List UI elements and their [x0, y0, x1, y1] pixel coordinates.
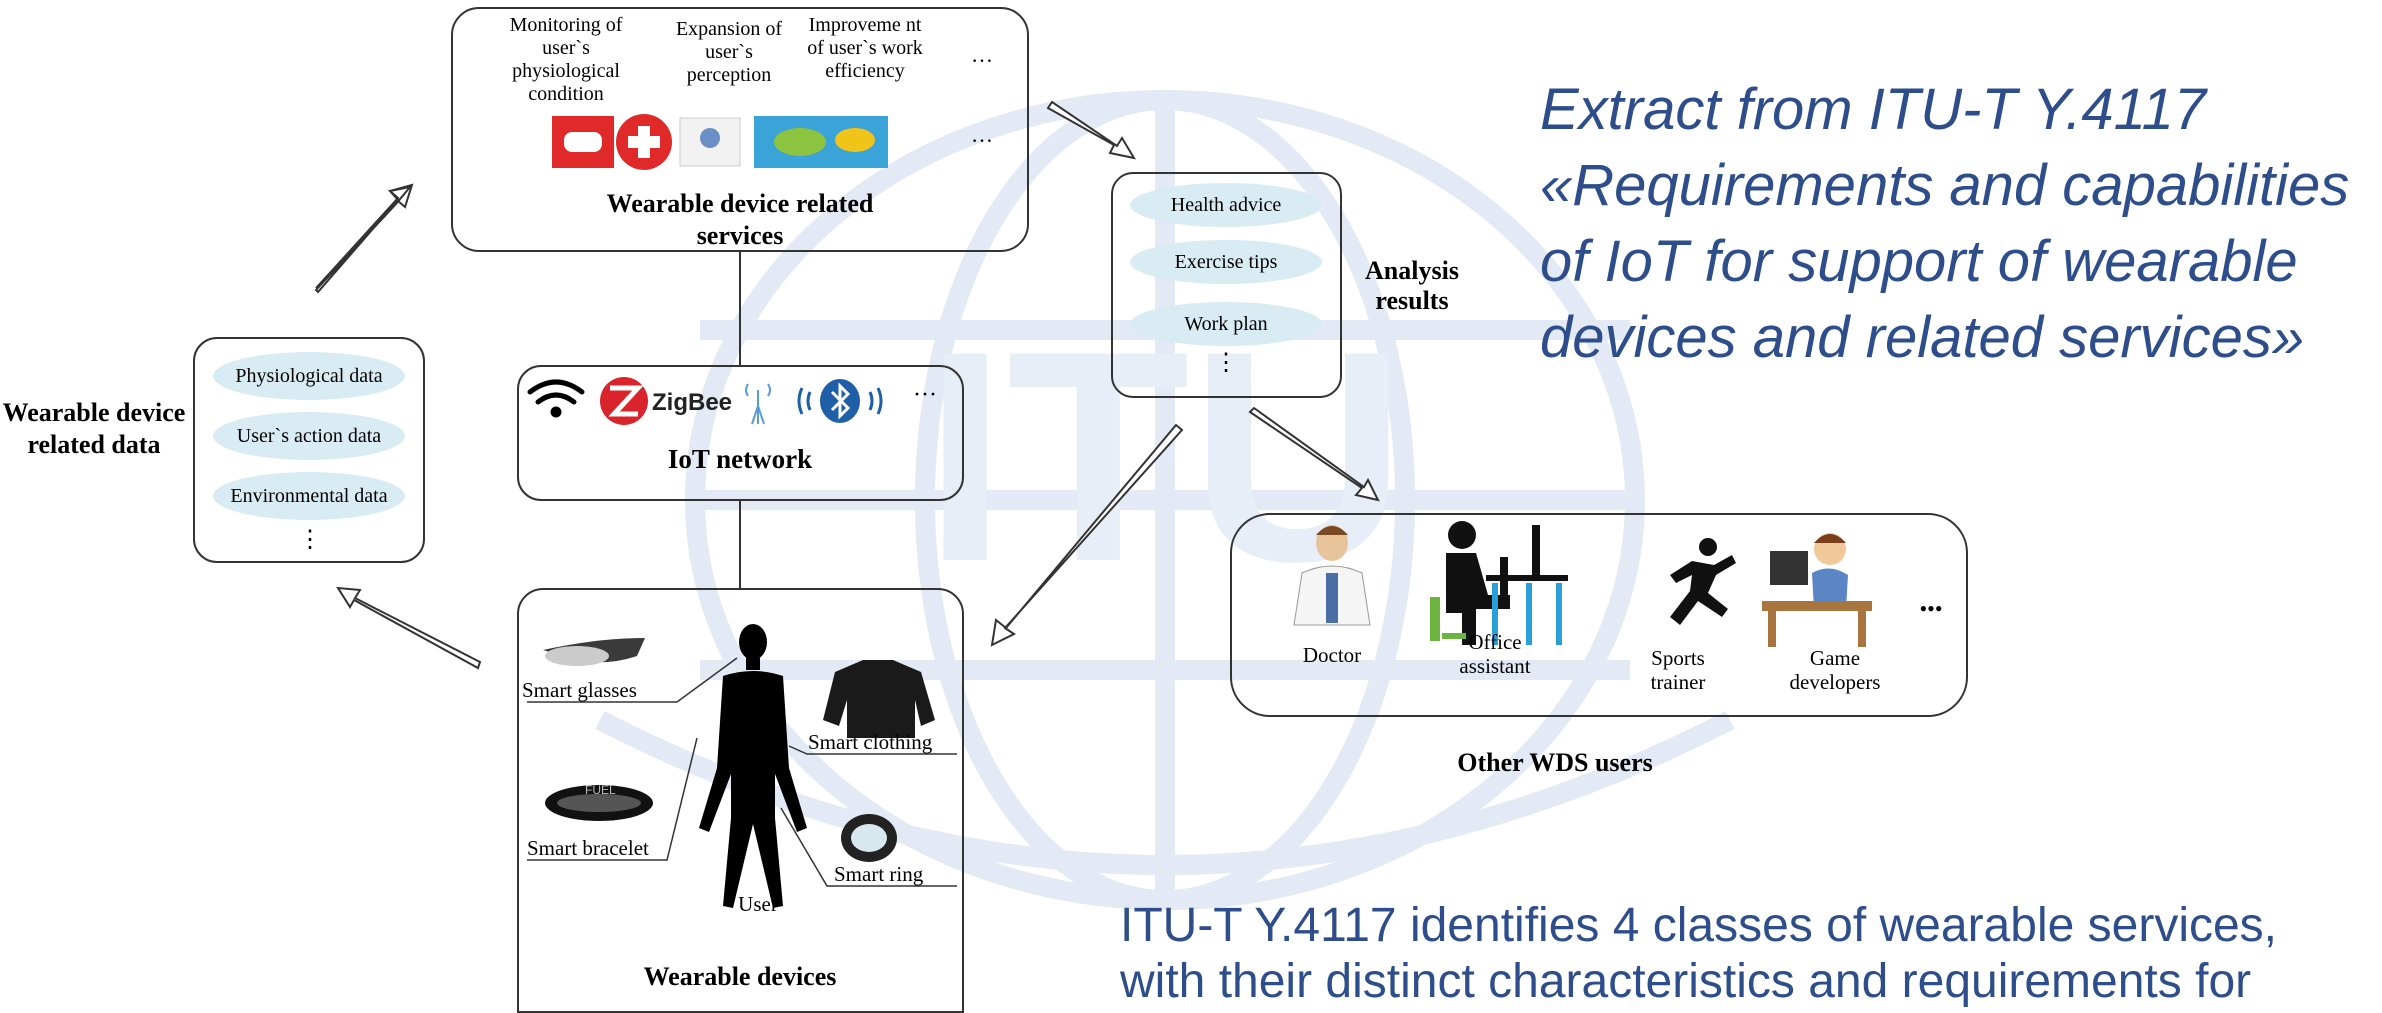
- slide-title: Extract from ITU-T Y.4117 «Requirements …: [1540, 77, 2350, 370]
- analysis-item: Work plan: [1130, 302, 1322, 346]
- device-label: Smart bracelet: [527, 836, 649, 860]
- smart-glasses-icon: [543, 638, 645, 666]
- device-label: Smart glasses: [522, 678, 637, 702]
- services-ellipsis: …: [971, 122, 993, 147]
- zigbee-icon: ZigBee: [600, 377, 732, 425]
- perception-icon: [679, 117, 741, 167]
- service-icons: [552, 114, 888, 170]
- game-developer-icon: [1762, 533, 1872, 647]
- data-box: [193, 337, 425, 563]
- user-devices-illustration: FUEL: [527, 624, 957, 908]
- svg-text:ZigBee: ZigBee: [652, 389, 732, 416]
- role-label: Office assistant: [1459, 630, 1531, 678]
- arrow-analysis-to-devices: [990, 423, 1184, 647]
- data-item: User`s action data: [213, 412, 405, 460]
- role-label: Sports trainer: [1650, 646, 1706, 694]
- devices-label: Wearable devices: [643, 962, 837, 991]
- device-label: Smart clothing: [808, 730, 933, 754]
- data-more: ⋮: [298, 527, 322, 553]
- analysis-item: Health advice: [1130, 183, 1322, 227]
- services-label: Wearable device related services: [606, 189, 874, 250]
- doctor-icon: [1293, 525, 1371, 626]
- device-label: Smart ring: [834, 862, 924, 886]
- role-label: Doctor: [1302, 643, 1362, 667]
- analysis-label: Analysis results: [1365, 256, 1459, 315]
- user-roles-illustration: [1293, 521, 1872, 647]
- services-ellipsis: …: [971, 42, 993, 67]
- other-users-box: [1230, 513, 1968, 717]
- office-assistant-icon: [1430, 521, 1568, 645]
- analysis-item: Exercise tips: [1130, 240, 1322, 284]
- user-label: User: [738, 892, 778, 916]
- analysis-box: [1111, 172, 1342, 398]
- network-icons: ZigBee: [527, 377, 883, 425]
- user-silhouette-icon: [699, 624, 807, 908]
- analysis-more: ⋮: [1214, 350, 1238, 376]
- sports-trainer-icon: [1670, 538, 1736, 625]
- smart-ring-icon: [841, 814, 897, 862]
- smart-bracelet-icon: FUEL: [545, 783, 653, 821]
- smart-clothing-icon: [823, 660, 935, 738]
- service-item: Improveme nt of user`s work efficiency: [807, 14, 923, 82]
- service-item: Monitoring of user`s physiological condi…: [509, 14, 623, 105]
- iot-network-box: [517, 365, 964, 501]
- services-box: [451, 7, 1029, 252]
- arrow-devices-to-data: [336, 586, 482, 670]
- users-label: Other WDS users: [1457, 748, 1653, 777]
- svg-text:FUEL: FUEL: [585, 783, 616, 797]
- wifi-icon: [527, 379, 585, 418]
- role-label: Game developers: [1789, 646, 1881, 694]
- network-ellipsis: ···: [913, 382, 937, 408]
- antenna-icon: [745, 383, 771, 425]
- data-label: Wearable device related data: [2, 398, 186, 459]
- arrow-analysis-to-users: [1248, 406, 1380, 502]
- service-item: Expansion of user`s perception: [675, 18, 783, 86]
- network-label: IoT network: [667, 444, 813, 474]
- description-text: ITU-T Y.4117 identifies 4 classes of wea…: [1120, 899, 2278, 1008]
- data-item: Physiological data: [213, 352, 405, 400]
- users-ellipsis: •••: [1919, 596, 1943, 621]
- arrow-services-to-analysis: [1046, 100, 1137, 160]
- bluetooth-icon: [797, 379, 883, 423]
- wearable-devices-box: [517, 588, 964, 1013]
- data-item: Environmental data: [213, 472, 405, 520]
